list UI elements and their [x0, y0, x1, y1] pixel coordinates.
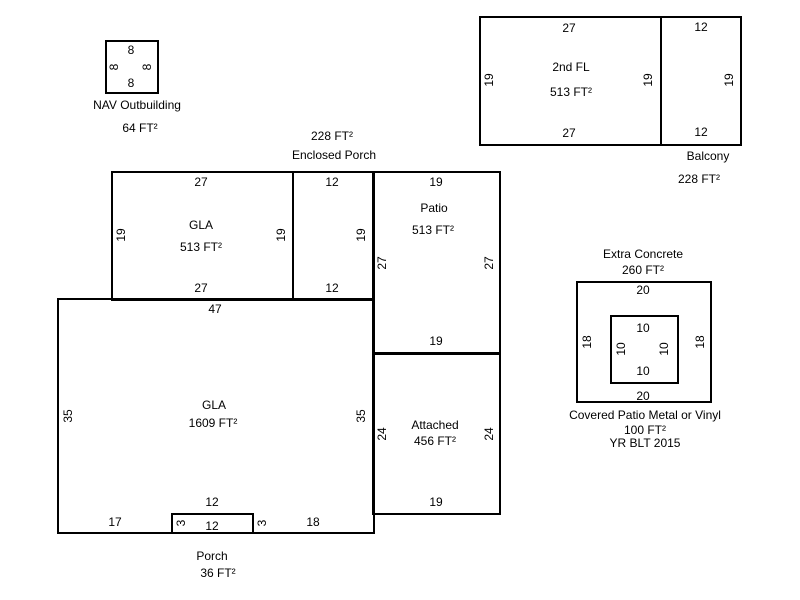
dim-label: 27 — [562, 126, 576, 140]
area-label: Covered Patio Metal or Vinyl — [569, 408, 721, 422]
dim-label: 19 — [429, 334, 443, 348]
dim-label: 24 — [375, 427, 389, 441]
area-size: 100 FT² — [623, 423, 667, 437]
area-size: 513 FT² — [179, 240, 223, 254]
balcony-shape[interactable] — [660, 16, 742, 146]
dim-label: 47 — [208, 302, 222, 316]
area-label: GLA — [188, 218, 214, 232]
dim-label: 24 — [482, 427, 496, 441]
dim-label: 35 — [354, 409, 368, 423]
area-size: 260 FT² — [621, 263, 665, 277]
dim-label: 8 — [140, 63, 154, 71]
covered-patio-shape[interactable] — [610, 315, 679, 384]
dim-label: 8 — [107, 63, 121, 71]
enclosed-porch-shape[interactable] — [292, 171, 375, 301]
dim-label: 19 — [429, 495, 443, 509]
dim-label: 18 — [306, 515, 320, 529]
patio-shape[interactable] — [372, 171, 501, 355]
dim-label: 18 — [580, 335, 594, 349]
dim-label: 35 — [61, 409, 75, 423]
nav-outbuilding-shape[interactable] — [105, 40, 159, 94]
dim-label: 19 — [274, 228, 288, 242]
dim-label: 12 — [694, 20, 708, 34]
extra-concrete-shape[interactable] — [576, 281, 712, 403]
area-label: Patio — [420, 201, 448, 215]
dim-label: 19 — [722, 73, 736, 87]
dim-label: 12 — [325, 281, 339, 295]
dim-label: 19 — [641, 73, 655, 87]
area-size: 64 FT² — [122, 121, 158, 135]
dim-label: 3 — [255, 519, 269, 527]
dim-label: 10 — [636, 321, 650, 335]
year-built-label: YR BLT 2015 — [609, 436, 681, 450]
dim-label: 8 — [127, 43, 135, 57]
area-size: 513 FT² — [549, 85, 593, 99]
dim-label: 27 — [194, 281, 208, 295]
area-size: 513 FT² — [411, 223, 455, 237]
dim-label: 20 — [636, 283, 650, 297]
dim-label: 12 — [694, 125, 708, 139]
dim-label: 12 — [205, 495, 219, 509]
dim-label: 27 — [375, 256, 389, 270]
dim-label: 10 — [614, 342, 628, 356]
dim-label: 20 — [636, 389, 650, 403]
area-label: Porch — [196, 549, 228, 563]
dim-label: 17 — [108, 515, 122, 529]
dim-label: 27 — [482, 256, 496, 270]
area-label: Enclosed Porch — [291, 148, 377, 162]
area-label: NAV Outbuilding — [93, 98, 181, 112]
area-label: Balcony — [686, 149, 730, 163]
area-label: GLA — [201, 398, 227, 412]
dim-label: 27 — [562, 21, 576, 35]
dim-label: 10 — [636, 364, 650, 378]
area-size: 228 FT² — [677, 172, 721, 186]
dim-label: 12 — [205, 519, 219, 533]
area-label: Attached — [411, 418, 459, 432]
dim-label: 18 — [693, 335, 707, 349]
dim-label: 8 — [127, 76, 135, 90]
area-size: 456 FT² — [413, 434, 457, 448]
area-size: 228 FT² — [310, 129, 354, 143]
porch-shape[interactable] — [171, 513, 254, 534]
dim-label: 19 — [429, 175, 443, 189]
area-size: 1609 FT² — [188, 416, 238, 430]
dim-label: 27 — [194, 175, 208, 189]
area-label: Extra Concrete — [602, 247, 684, 261]
dim-label: 19 — [114, 228, 128, 242]
dim-label: 12 — [325, 175, 339, 189]
dim-label: 3 — [174, 519, 188, 527]
dim-label: 19 — [482, 73, 496, 87]
dim-label: 10 — [657, 342, 671, 356]
area-label: 2nd FL — [552, 60, 590, 74]
dim-label: 19 — [354, 228, 368, 242]
area-size: 36 FT² — [200, 566, 236, 580]
